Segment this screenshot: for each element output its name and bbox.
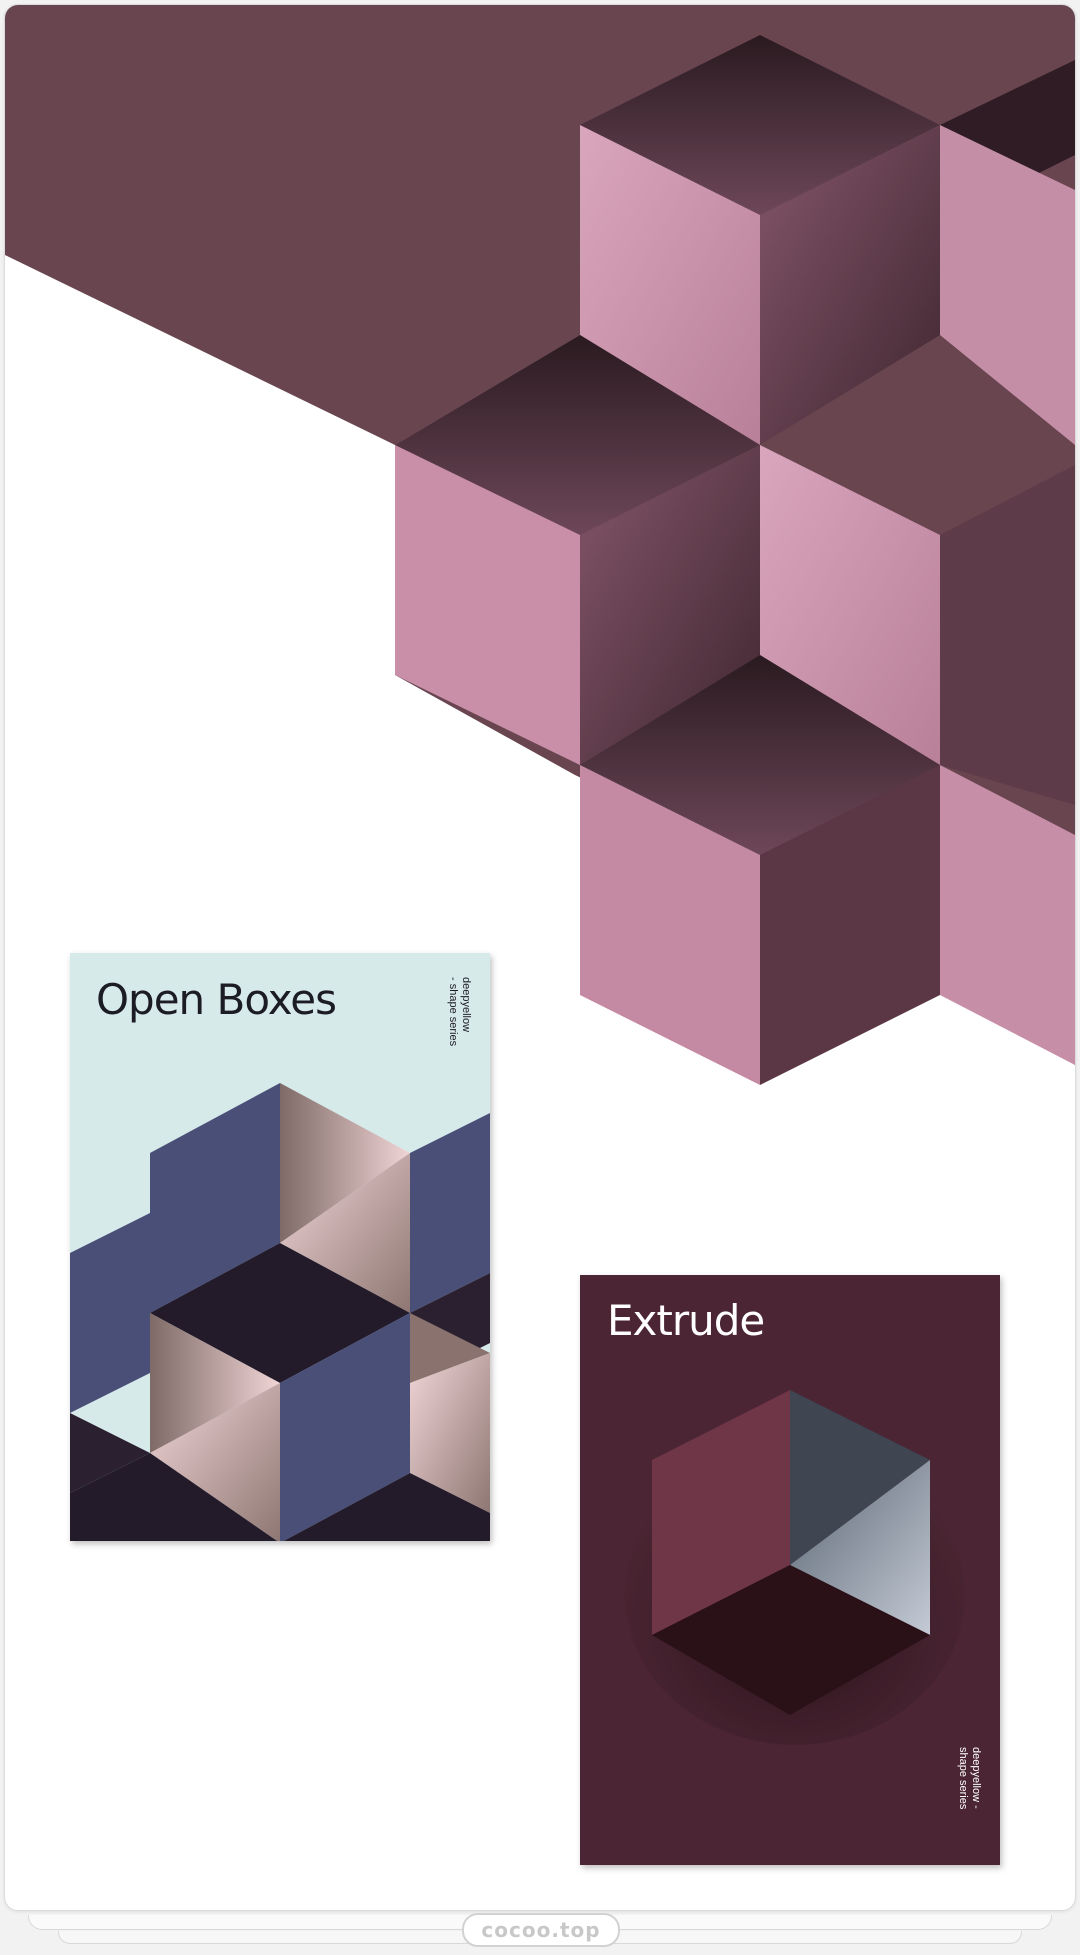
poster-caption: deepyellow - shape series <box>956 1747 982 1809</box>
poster-title: Extrude <box>607 1296 765 1345</box>
image-card: Open Boxes deepyellow - shape series Ext… <box>4 4 1076 1911</box>
watermark: cocoo.top <box>462 1913 620 1947</box>
caption-line: shape series <box>957 1747 969 1810</box>
caption-line: - shape series <box>447 977 459 1047</box>
caption-line: deepyellow <box>460 977 472 1033</box>
poster-open-boxes: Open Boxes deepyellow - shape series <box>70 953 490 1541</box>
extrude-cube-artwork <box>625 1390 965 1745</box>
open-boxes-cube-artwork <box>70 1083 490 1541</box>
poster-caption: deepyellow - shape series <box>446 977 472 1046</box>
hero-isometric-boxes-artwork <box>5 5 1075 1085</box>
poster-extrude: Extrude deepyellow - shape series <box>580 1275 1000 1865</box>
caption-line: deepyellow - <box>970 1747 982 1809</box>
poster-title: Open Boxes <box>96 975 337 1024</box>
